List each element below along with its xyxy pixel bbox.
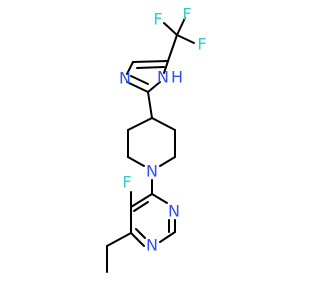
atom-label-f-pyrimidine: F [122, 173, 131, 192]
atom-label-layer: F F F N N H N F N N [119, 5, 207, 255]
bond-piperidine-c5-c4 [127, 117, 153, 131]
atom-label-n-piperidine: N [146, 162, 158, 181]
bond-cf3-to-imidazole [167, 34, 178, 62]
bond-cf3-f-left [163, 22, 178, 36]
atom-label-f-cf3-left: F [153, 10, 162, 29]
bond-pyrimidine-c4-c5 [130, 193, 153, 208]
bond-imidazole-c5-n3 [126, 61, 134, 75]
bond-imidazole-c2-n1 [147, 81, 161, 93]
bond-ethyl-c1 [106, 232, 132, 247]
atom-label-n-pyrimidine-upper: N [168, 202, 180, 221]
atom-label-n-imidazole: N [119, 69, 131, 88]
bond-imidazole-n3-c2-double [130, 75, 149, 85]
bond-imidazole-c4-c5 [132, 60, 169, 63]
bond-pyrimidine-c4-n3 [151, 193, 168, 204]
bond-cf3-f-right [176, 34, 195, 44]
bond-piperidine-n1-c6 [127, 156, 145, 167]
bond-piperidine-c4-c3 [151, 117, 176, 131]
diagram-background [0, 0, 300, 300]
bond-pyrimidine-c2-n1 [159, 231, 176, 243]
bond-pyrimidine-n1-c6-double [135, 228, 146, 239]
bond-pyrimidine-n1-c6 [130, 232, 145, 247]
bond-cf3-f-top [176, 17, 186, 36]
bond-pyrimidine-c4-c5-double [133, 201, 149, 212]
atom-label-f-cf3-top: F [182, 5, 191, 24]
atom-label-n-pyrimidine-lower: N [146, 236, 158, 255]
atom-label-nh-imidazole: N [157, 68, 169, 87]
bond-imidazole-n3-c2 [126, 81, 149, 93]
atom-label-f-cf3-right: F [197, 35, 206, 54]
atom-label-h-imidazole: H [171, 68, 183, 87]
molecular-structure-diagram: F F F N N H N F N N [0, 0, 300, 300]
bond-imidazole-to-piperidine [147, 91, 153, 119]
bond-imidazole-n1-c4 [163, 60, 169, 74]
bond-layer [106, 17, 195, 273]
bond-piperidine-c2-n1 [159, 156, 176, 167]
bond-imidazole-c4-c5-double [136, 66, 165, 69]
